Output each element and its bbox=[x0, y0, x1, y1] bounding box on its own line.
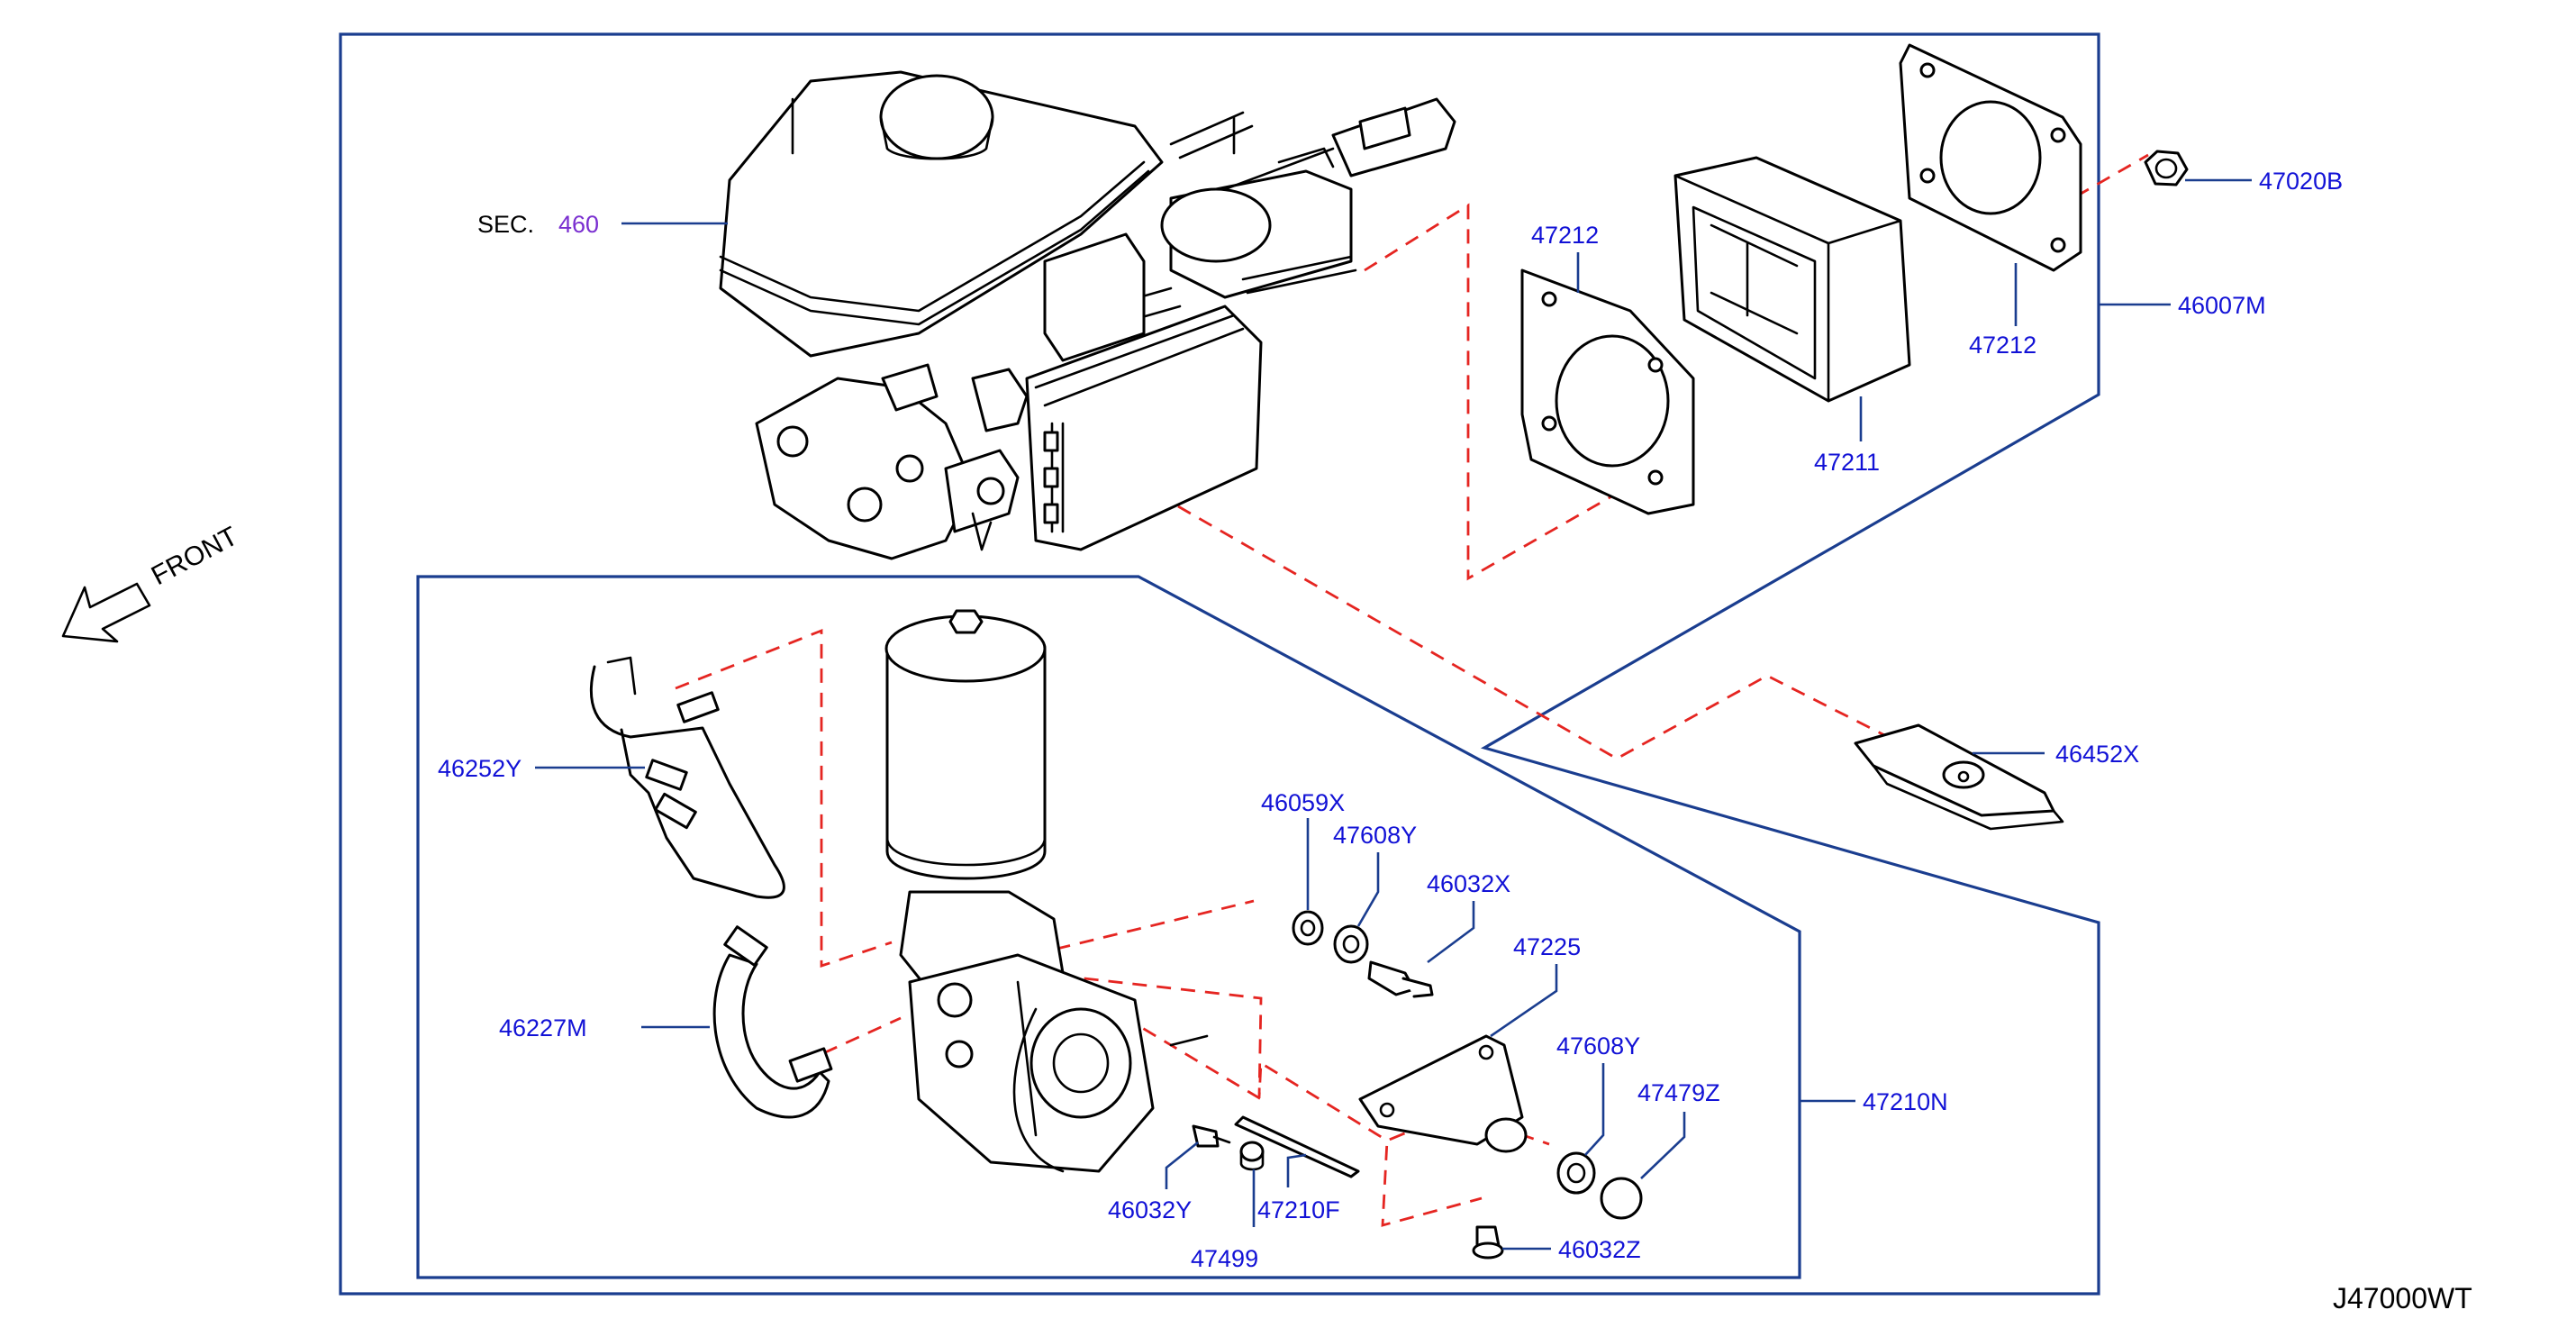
part-label-47211: 47211 bbox=[1814, 449, 1880, 476]
nut-47020B-icon bbox=[2144, 150, 2189, 186]
insulator-47211-icon bbox=[1673, 156, 1911, 403]
part-label-47608Y-upper: 47608Y bbox=[1333, 822, 1417, 849]
front-label: FRONT bbox=[147, 522, 243, 592]
bushing-47608Y-lower-icon bbox=[1556, 1151, 1596, 1195]
bolt-46032Y-icon bbox=[1192, 1124, 1231, 1148]
part-label-46252Y: 46252Y bbox=[438, 755, 522, 782]
collar-47479Z-icon bbox=[1600, 1177, 1643, 1220]
part-label-46059X: 46059X bbox=[1261, 789, 1345, 816]
brake-booster-assembly-icon bbox=[1106, 97, 1456, 326]
part-label-46032X: 46032X bbox=[1427, 870, 1510, 897]
gasket-47212-right-icon bbox=[1899, 43, 2082, 272]
pump-motor-icon bbox=[908, 953, 1209, 1173]
inner-actuator-frame bbox=[416, 575, 1801, 1279]
abs-actuator-unit-icon bbox=[755, 232, 1263, 560]
bushing-47608Y-upper-icon bbox=[1333, 924, 1369, 964]
washer-46059X-icon bbox=[1292, 910, 1324, 946]
part-label-47499: 47499 bbox=[1191, 1245, 1258, 1272]
bracket-46452X-icon bbox=[1854, 723, 2064, 831]
section-ref-number: 460 bbox=[558, 211, 599, 238]
bolt-46032Z-icon bbox=[1472, 1225, 1504, 1260]
part-label-46007M: 46007M bbox=[2178, 292, 2266, 319]
front-direction-arrow-icon bbox=[61, 582, 151, 643]
part-label-47479Z: 47479Z bbox=[1637, 1079, 1720, 1106]
pin-47210F-icon bbox=[1234, 1115, 1360, 1178]
bolt-46032X-icon bbox=[1367, 960, 1434, 998]
part-label-47608Y-lower: 47608Y bbox=[1556, 1032, 1640, 1060]
hose-46227M-icon bbox=[712, 925, 833, 1119]
gasket-47212-left-icon bbox=[1520, 268, 1695, 515]
hose-46252Y-icon bbox=[589, 656, 785, 899]
part-label-47210F: 47210F bbox=[1257, 1196, 1340, 1223]
part-label-46032Z: 46032Z bbox=[1558, 1236, 1641, 1263]
collar-47499-icon bbox=[1239, 1141, 1265, 1171]
part-label-47212-left: 47212 bbox=[1531, 222, 1599, 249]
accumulator-icon bbox=[884, 609, 1065, 1011]
part-label-47210N: 47210N bbox=[1863, 1088, 1948, 1115]
part-label-47212-right: 47212 bbox=[1969, 332, 2036, 359]
part-label-46032Y: 46032Y bbox=[1108, 1196, 1192, 1223]
diagram-code: J47000WT bbox=[2333, 1282, 2472, 1314]
bracket-47225-icon bbox=[1358, 1034, 1528, 1153]
reservoir-tank-icon bbox=[719, 70, 1164, 358]
leader-lines bbox=[535, 178, 2252, 1251]
section-ref-prefix: SEC. bbox=[477, 211, 534, 238]
part-label-47020B: 47020B bbox=[2259, 168, 2343, 195]
outer-assembly-frame bbox=[339, 32, 2100, 1296]
part-label-46227M: 46227M bbox=[499, 1014, 587, 1041]
part-label-46452X: 46452X bbox=[2055, 741, 2139, 768]
part-label-47225: 47225 bbox=[1513, 933, 1581, 960]
